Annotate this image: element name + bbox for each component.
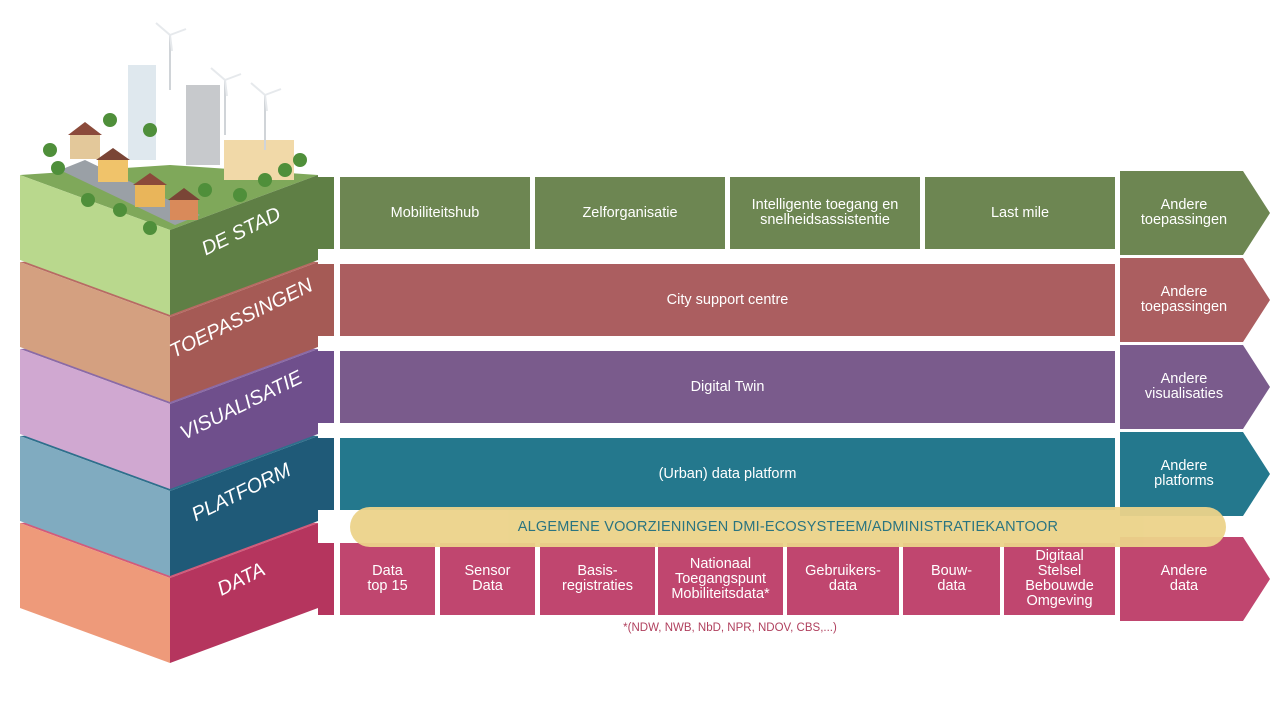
slab-right-face (170, 436, 318, 576)
other-arrow: Andere toepassingen (1120, 171, 1270, 255)
wind-turbine-blade (264, 88, 282, 96)
slab-left-face (20, 436, 170, 576)
wind-turbine-blade (224, 73, 242, 81)
layer-cell: Digitaal Stelsel Bebouwde Omgeving (1004, 543, 1115, 615)
layer-cell: City support centre (340, 264, 1115, 336)
layer-connector (318, 264, 334, 336)
layer-cell: (Urban) data platform (340, 438, 1115, 510)
house (98, 160, 128, 182)
slab-left-face (20, 262, 170, 402)
data-footnote: *(NDW, NWB, NbD, NPR, NDOV, CBS,...) (623, 622, 837, 634)
layer-connector (318, 438, 334, 510)
tree (143, 123, 157, 137)
layer-cell: Intelligente toegang en snelheidsassiste… (730, 177, 920, 249)
tree (113, 203, 127, 217)
layer-cell: Digital Twin (340, 351, 1115, 423)
wind-turbine-blade (250, 82, 266, 96)
tree (278, 163, 292, 177)
tower-building (128, 65, 156, 160)
layer-cell: Bouw- data (903, 543, 1000, 615)
road (60, 160, 200, 225)
tree (143, 221, 157, 235)
tree (103, 113, 117, 127)
house (170, 200, 198, 220)
layer-cell: Zelforganisatie (535, 177, 725, 249)
slab-left-face (20, 349, 170, 489)
roof (68, 122, 102, 135)
tree (51, 161, 65, 175)
house (135, 185, 165, 207)
house (70, 135, 100, 159)
slab-right-face (170, 523, 318, 663)
wind-turbine-blade (264, 94, 268, 112)
wind-turbine-blade (224, 79, 228, 97)
layer-cell: Gebruikers- data (787, 543, 899, 615)
tree (233, 188, 247, 202)
roof (133, 173, 167, 185)
layer-cell: Last mile (925, 177, 1115, 249)
other-arrow: Andere visualisaties (1120, 345, 1270, 429)
other-arrow: Andere platforms (1120, 432, 1270, 516)
layer-connector (318, 351, 334, 423)
layer-connector (318, 543, 334, 615)
wind-turbine-blade (169, 28, 187, 36)
roof (96, 148, 130, 160)
tree (198, 183, 212, 197)
tree (258, 173, 272, 187)
layer-cell: Sensor Data (440, 543, 535, 615)
slab-right-face (170, 175, 318, 315)
other-arrow: Andere toepassingen (1120, 258, 1270, 342)
layer-cell: Mobiliteitshub (340, 177, 530, 249)
layer-cell: Nationaal Toegangspunt Mobiliteitsdata* (658, 543, 783, 615)
wind-turbine-blade (210, 67, 226, 81)
tree (81, 193, 95, 207)
slab-left-face (20, 523, 170, 663)
slab-left-face (20, 175, 170, 315)
slab-right-face (170, 262, 318, 402)
layer-cell: Basis- registraties (540, 543, 655, 615)
other-arrow: Andere data (1120, 537, 1270, 621)
tree (293, 153, 307, 167)
tree (43, 143, 57, 157)
shared-services-bar: ALGEMENE VOORZIENINGEN DMI-ECOSYSTEEM/AD… (350, 507, 1226, 547)
slab-right-face (170, 349, 318, 489)
layer-cell: Data top 15 (340, 543, 435, 615)
roof (168, 188, 200, 200)
wind-turbine-blade (169, 34, 173, 52)
layer-connector (318, 177, 334, 249)
apartment-building (186, 85, 220, 165)
wind-turbine-blade (155, 22, 171, 36)
